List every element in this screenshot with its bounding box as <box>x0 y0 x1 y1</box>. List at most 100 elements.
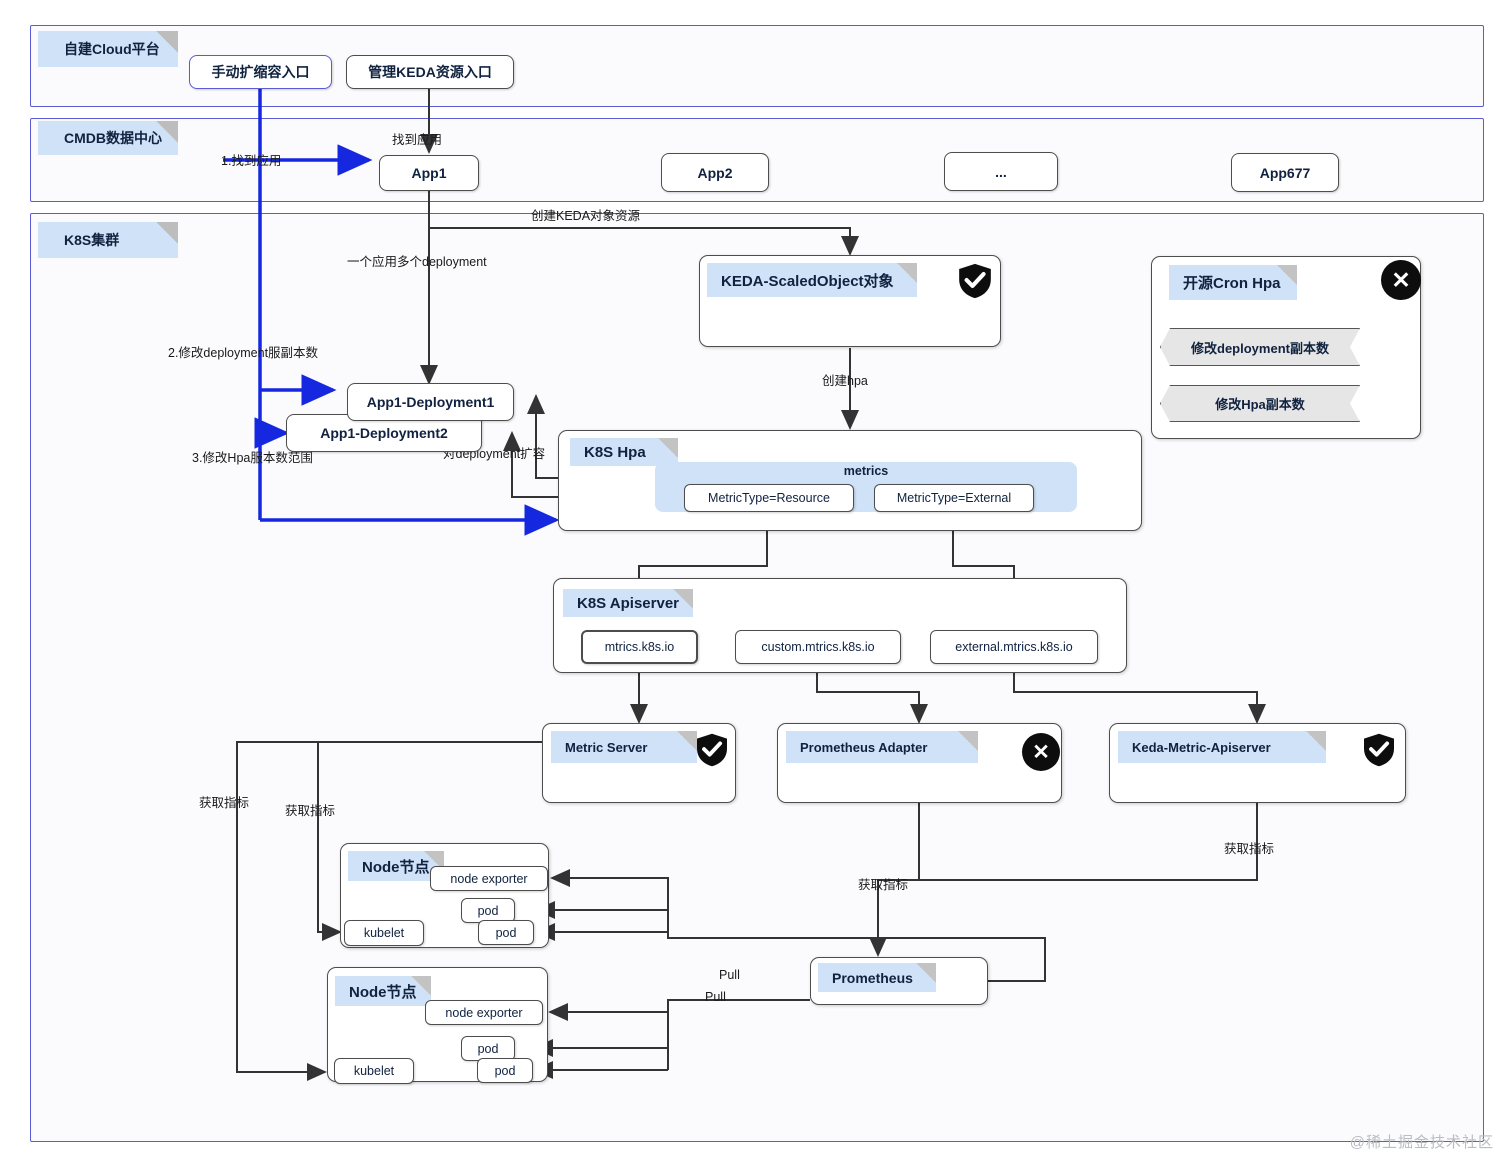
edge-label-find-app-num: 1.找到应用 <box>221 154 282 168</box>
node-1-exporter[interactable]: node exporter <box>430 866 548 891</box>
circle-x-icon: ✕ <box>1022 733 1060 771</box>
circle-x-icon: ✕ <box>1381 260 1421 300</box>
edge-label-one-app-many-deploy: 一个应用多个deployment <box>347 255 487 269</box>
node-2-kubelet[interactable]: kubelet <box>334 1058 414 1084</box>
k8s-apiserver-tab: K8S Apiserver <box>563 589 693 617</box>
metric-type-resource-label: MetricType=Resource <box>708 491 830 505</box>
edge-label-create-keda: 创建KEDA对象资源 <box>531 209 641 223</box>
app1-deployment1-label: App1-Deployment1 <box>366 394 495 410</box>
app677-label: App677 <box>1259 164 1311 181</box>
node-2-pod-0-label: pod <box>477 1041 499 1056</box>
keda-scaledobject-label: KEDA-ScaledObject对象 <box>721 272 894 290</box>
group-cmdb-label: CMDB数据中心 <box>64 130 162 146</box>
shield-check-icon <box>959 263 991 299</box>
api-custom-mtrics-k8s-io[interactable]: custom.mtrics.k8s.io <box>735 630 901 664</box>
fold-corner-icon <box>673 589 693 609</box>
keda-manage-entry-label: 管理KEDA资源入口 <box>368 64 492 80</box>
node-2-exporter[interactable]: node exporter <box>425 1000 543 1025</box>
app2-label: App2 <box>697 164 733 181</box>
k8s-hpa-tab: K8S Hpa <box>570 438 678 466</box>
keda-scaledobject-tab: KEDA-ScaledObject对象 <box>707 263 917 297</box>
cron-hpa-tab: 开源Cron Hpa <box>1169 265 1297 300</box>
node-1-pod-1-label: pod <box>495 925 517 940</box>
metric-server-tab: Metric Server <box>551 731 697 763</box>
fold-corner-icon <box>916 963 936 983</box>
watermark: @稀土掘金技术社区 <box>1349 1134 1494 1151</box>
group-k8s-label: K8S集群 <box>64 232 120 248</box>
shield-check-icon <box>1364 733 1394 767</box>
prometheus-label: Prometheus <box>832 969 913 986</box>
fold-corner-icon <box>156 121 178 143</box>
api-mtrics-k8s-io[interactable]: mtrics.k8s.io <box>581 630 698 664</box>
edge-label-fetch-metrics-2: 获取指标 <box>285 804 336 818</box>
edge-label-modify-hpa-range: 3.修改Hpa服本数范围 <box>192 451 313 465</box>
node-2-label: Node节点 <box>349 983 417 1001</box>
node-2-kubelet-label: kubelet <box>353 1064 395 1078</box>
node-1-label: Node节点 <box>362 858 430 876</box>
prometheus-adapter-tab: Prometheus Adapter <box>786 731 978 763</box>
edge-label-pull-1: Pull <box>719 968 740 982</box>
group-k8s-title: K8S集群 <box>38 222 178 258</box>
group-cmdb-title: CMDB数据中心 <box>38 121 178 155</box>
edge-label-create-hpa: 创建hpa <box>822 374 868 388</box>
k8s-hpa-label: K8S Hpa <box>584 443 646 461</box>
app-node-app2[interactable]: App2 <box>661 153 769 192</box>
shield-check-icon <box>697 733 727 767</box>
cron-hpa-label: 开源Cron Hpa <box>1183 275 1281 292</box>
node-2-exporter-label: node exporter <box>445 1005 523 1020</box>
fold-corner-icon <box>658 438 678 458</box>
manual-scale-entry-label: 手动扩缩容入口 <box>211 64 310 80</box>
app1-deployment1[interactable]: App1-Deployment1 <box>347 383 514 421</box>
keda-manage-entry-button[interactable]: 管理KEDA资源入口 <box>346 55 514 89</box>
edge-label-fetch-metrics-1: 获取指标 <box>199 796 250 810</box>
api-external-mtrics-label: external.mtrics.k8s.io <box>955 640 1073 654</box>
fold-corner-icon <box>411 976 431 996</box>
app1-deployment2-label: App1-Deployment2 <box>320 425 448 441</box>
keda-metric-apiserver-label: Keda-Metric-Apiserver <box>1132 739 1271 755</box>
node-2-pod-1[interactable]: pod <box>477 1058 533 1083</box>
metric-server-label: Metric Server <box>565 739 648 755</box>
cron-hpa-action-1-label: 修改Hpa副本数 <box>1215 397 1305 412</box>
fold-corner-icon <box>897 263 917 283</box>
app-ellipsis-label: ... <box>995 163 1007 180</box>
prometheus-tab: Prometheus <box>818 963 936 992</box>
fold-corner-icon <box>156 31 178 53</box>
node-1-pod-0-label: pod <box>477 903 499 918</box>
fold-corner-icon <box>1306 731 1326 751</box>
edge-label-pull-2: Pull <box>705 990 726 1004</box>
node-1-pod-1[interactable]: pod <box>478 920 534 945</box>
prometheus-adapter-label: Prometheus Adapter <box>800 739 928 755</box>
fold-corner-icon <box>156 222 178 244</box>
cron-hpa-action-deployment[interactable]: 修改deployment副本数 <box>1160 328 1360 366</box>
edge-label-modify-deploy-replicas: 2.修改deployment服副本数 <box>168 346 319 360</box>
app-node-app1[interactable]: App1 <box>379 155 479 191</box>
app1-label: App1 <box>411 165 447 181</box>
edge-label-fetch-metrics-4: 获取指标 <box>1224 842 1275 856</box>
node-2-pod-1-label: pod <box>494 1063 516 1078</box>
edge-label-fetch-metrics-3: 获取指标 <box>858 878 909 892</box>
node-1-kubelet[interactable]: kubelet <box>344 920 424 946</box>
api-custom-mtrics-label: custom.mtrics.k8s.io <box>761 640 875 654</box>
metric-type-external[interactable]: MetricType=External <box>874 484 1034 512</box>
api-external-mtrics-k8s-io[interactable]: external.mtrics.k8s.io <box>930 630 1098 664</box>
metric-type-resource[interactable]: MetricType=Resource <box>684 484 854 512</box>
node-2-tab: Node节点 <box>335 976 431 1006</box>
fold-corner-icon <box>1277 265 1297 285</box>
metrics-caption: metrics <box>843 464 889 478</box>
app-node-ellipsis[interactable]: ... <box>944 152 1058 191</box>
cron-hpa-action-0-label: 修改deployment副本数 <box>1191 340 1329 356</box>
node-1-kubelet-label: kubelet <box>363 926 405 940</box>
group-cloud-label: 自建Cloud平台 <box>64 41 160 57</box>
metric-type-external-label: MetricType=External <box>896 491 1012 505</box>
k8s-apiserver-label: K8S Apiserver <box>577 594 679 612</box>
group-cloud-title: 自建Cloud平台 <box>38 31 178 67</box>
keda-metric-apiserver-tab: Keda-Metric-Apiserver <box>1118 731 1326 763</box>
edge-label-find-app: 找到应用 <box>392 133 443 147</box>
fold-corner-icon <box>958 731 978 751</box>
cron-hpa-action-hpa[interactable]: 修改Hpa副本数 <box>1160 385 1360 422</box>
node-1-exporter-label: node exporter <box>450 871 528 886</box>
manual-scale-entry-button[interactable]: 手动扩缩容入口 <box>189 55 332 89</box>
app-node-app677[interactable]: App677 <box>1231 153 1339 192</box>
api-mtrics-label: mtrics.k8s.io <box>604 640 675 654</box>
